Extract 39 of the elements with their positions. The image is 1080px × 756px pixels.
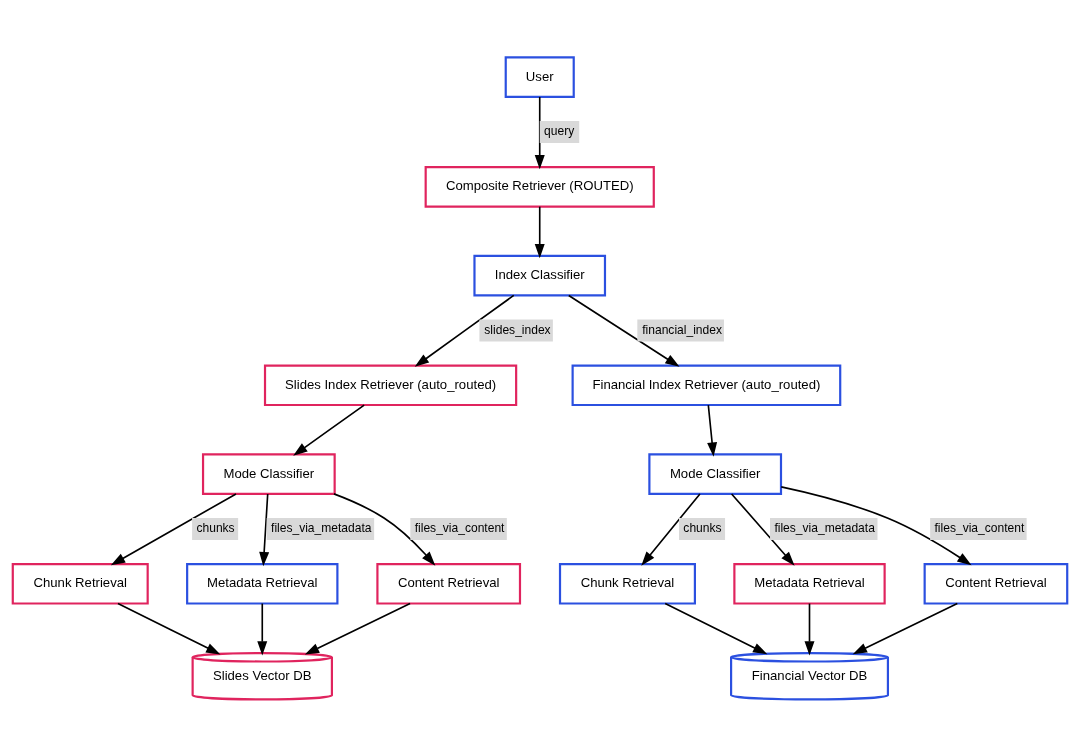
edge-label: files_via_content: [414, 520, 505, 535]
node-box: Mode Classifier: [201, 452, 336, 495]
node-box: Content Retrieval: [376, 562, 522, 605]
node-box: Slides Index Retriever (auto_routed): [263, 363, 518, 406]
edge-label: financial_index: [642, 322, 722, 337]
edge-label: chunks: [683, 520, 722, 535]
arrow: [730, 492, 795, 566]
node-box: Chunk Retrieval: [11, 562, 149, 605]
node-box: Chunk Retrieval: [558, 562, 696, 605]
node-box: Metadata Retrieval: [186, 562, 339, 605]
arrow: [117, 602, 221, 654]
node-box: Composite Retriever (ROUTED): [424, 165, 655, 208]
node-box: Content Retrieval: [923, 562, 1069, 605]
edge-label: files_via_metadata: [774, 520, 875, 535]
arrow: [567, 294, 680, 367]
node-box: Financial Index Retriever (auto_routed): [571, 363, 842, 406]
arrow: [534, 95, 545, 169]
arrow: [780, 485, 972, 565]
edge-label: files_via_content: [934, 520, 1025, 535]
edge-label: chunks: [196, 520, 235, 535]
node-box: User: [504, 55, 575, 98]
arrow: [259, 492, 270, 566]
arrow: [257, 602, 268, 655]
edge-label: slides_index: [484, 322, 551, 337]
node-box: Mode Classifier: [648, 452, 783, 495]
node-box: Metadata Retrieval: [733, 562, 886, 605]
arrow: [534, 205, 545, 258]
arrow: [333, 492, 436, 566]
arrow: [707, 403, 718, 457]
arrow: [293, 403, 365, 456]
arrow: [804, 602, 815, 655]
arrow: [852, 602, 959, 654]
edge-label: query: [544, 123, 575, 138]
edge-label: files_via_metadata: [271, 520, 372, 535]
arrow: [641, 492, 701, 566]
arrow: [304, 602, 411, 654]
arrow: [664, 602, 768, 654]
node-box: Index Classifier: [473, 254, 607, 296]
arrow: [414, 294, 515, 367]
